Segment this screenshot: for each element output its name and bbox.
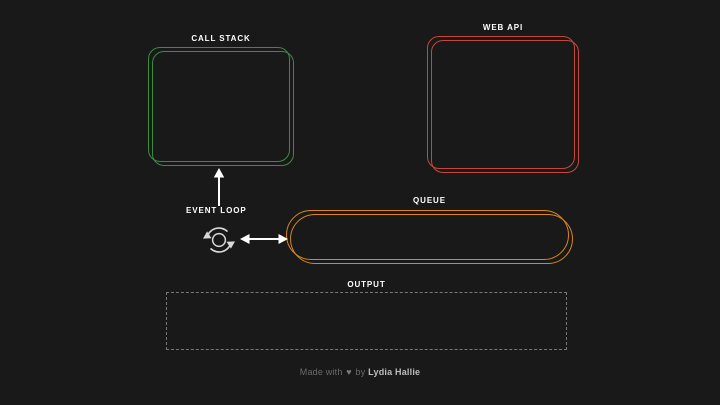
call-stack-outer-border: [148, 47, 290, 162]
call-stack-panel[interactable]: [148, 47, 294, 166]
footer-author-link[interactable]: Lydia Hallie: [368, 367, 421, 377]
call-stack-label: CALL STACK: [191, 34, 251, 43]
sync-loop-icon: [199, 220, 239, 260]
footer-by: by: [355, 367, 366, 377]
web-api-outer-border: [427, 36, 575, 169]
arrow-up-to-call-stack-icon: [210, 168, 228, 206]
web-api-inner-border: [431, 40, 579, 173]
arrow-double-event-loop-queue-icon: [240, 230, 288, 248]
output-panel[interactable]: [166, 292, 567, 350]
web-api-label: WEB API: [482, 23, 524, 32]
call-stack-inner-border: [152, 51, 294, 166]
web-api-panel[interactable]: [427, 36, 579, 173]
queue-inner-border: [290, 214, 573, 264]
footer-credit: Made with ♥ by Lydia Hallie: [0, 367, 720, 379]
queue-panel[interactable]: [286, 210, 573, 264]
footer-prefix: Made with: [299, 367, 343, 377]
heart-icon: ♥: [346, 367, 352, 377]
event-loop-label: EVENT LOOP: [186, 206, 247, 215]
queue-label: QUEUE: [413, 196, 446, 205]
output-label: OUTPUT: [347, 280, 386, 289]
